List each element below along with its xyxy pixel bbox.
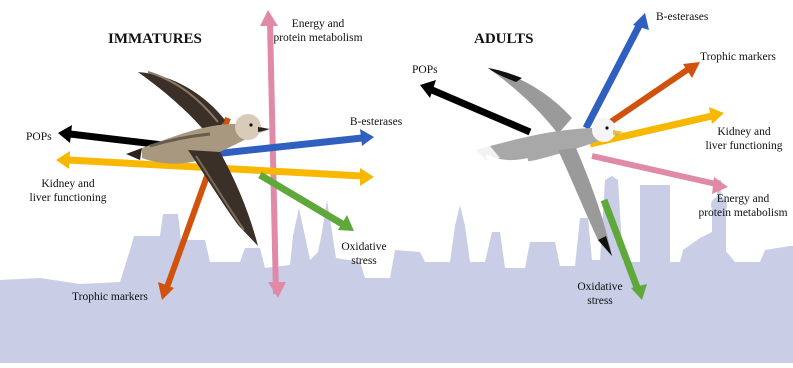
arrowhead-kidney-left: [56, 151, 70, 169]
label-trophic-immatures: Trophic markers: [72, 291, 148, 303]
arrowhead-besterases: [360, 129, 374, 146]
arrowhead-kidney-right: [360, 168, 374, 186]
label-besterases-immatures: B-esterases: [350, 116, 403, 128]
label-pops-adults: POPs: [412, 64, 438, 76]
immature-gull-image: [126, 72, 270, 246]
city-skyline: [0, 176, 793, 363]
arrow-pops-adults: [432, 90, 530, 132]
arrowhead-pops: [58, 125, 72, 143]
arrowhead-kidney-adults: [709, 107, 724, 124]
label-pops-immatures: POPs: [26, 131, 52, 143]
arrowhead-energy: [260, 10, 278, 26]
panel-immatures: IMMATURES: [26, 10, 403, 303]
label-trophic-adults: Trophic markers: [700, 51, 776, 63]
panel-title-immatures: IMMATURES: [108, 31, 202, 47]
arrow-energy-shaft: [270, 22, 276, 294]
arrow-besterases-adults: [586, 24, 640, 128]
label-besterases-adults: B-esterases: [656, 11, 709, 23]
panel-title-adults: ADULTS: [474, 31, 533, 47]
